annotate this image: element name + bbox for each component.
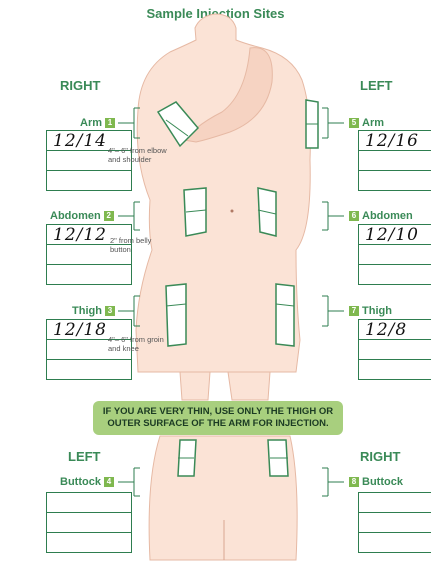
log-box-left-thigh: 12/8 [358,319,431,380]
front-right-heading: RIGHT [60,78,101,93]
log-row[interactable] [47,265,131,284]
log-entry: 12/18 [53,320,107,340]
warning-banner: IF YOU ARE VERY THIN, USE ONLY THE THIGH… [93,401,343,435]
log-row[interactable] [359,493,431,513]
log-row[interactable] [47,493,131,513]
log-row[interactable] [47,340,131,360]
back-right-heading: RIGHT [360,449,401,464]
back-left-heading: LEFT [68,449,101,464]
site-note-thigh: 4"– 6" from groin and knee [108,335,164,353]
log-entry: 12/8 [365,320,408,340]
log-row[interactable]: 12/16 [359,131,431,151]
log-row[interactable]: 12/8 [359,320,431,340]
site-number-badge: 8 [349,477,359,488]
log-entry: 12/12 [53,225,107,245]
log-entry: 12/14 [53,131,107,151]
log-row[interactable]: 12/10 [359,225,431,245]
log-entry: 12/10 [365,225,419,245]
site-number-badge: 1 [105,118,116,129]
site-note-arm: 4"– 6" from elbow and shoulder [108,146,167,164]
log-row[interactable] [359,171,431,190]
site-number-badge: 7 [349,306,359,317]
log-row[interactable] [47,171,131,190]
log-box-right-buttock [358,492,431,553]
log-box-left-buttock [46,492,132,553]
log-box-left-arm: 12/16 [358,130,431,191]
log-row[interactable]: 12/14 [47,131,131,151]
log-row[interactable] [359,533,431,552]
log-box-right-thigh: 12/18 [46,319,132,380]
log-row[interactable] [359,265,431,284]
log-box-right-abdomen: 12/12 [46,224,132,285]
log-row[interactable] [359,151,431,171]
log-box-left-abdomen: 12/10 [358,224,431,285]
site-number-badge: 6 [349,211,359,222]
log-box-right-arm: 12/14 [46,130,132,191]
site-number-badge: 4 [103,477,114,488]
log-row[interactable] [359,245,431,265]
site-number-badge: 3 [104,306,115,317]
log-row[interactable] [47,360,131,379]
site-number-badge: 2 [103,211,114,222]
log-row[interactable]: 12/18 [47,320,131,340]
log-row[interactable] [47,245,131,265]
front-left-heading: LEFT [360,78,393,93]
log-row[interactable] [47,151,131,171]
log-row[interactable] [47,513,131,533]
log-row[interactable] [47,533,131,552]
log-row[interactable] [359,513,431,533]
log-row[interactable] [359,340,431,360]
page-title: Sample Injection Sites [146,6,285,21]
log-entry: 12/16 [365,131,419,151]
site-number-badge: 5 [349,118,359,129]
log-row[interactable] [359,360,431,379]
site-note-abdomen: 2" from belly button [110,236,152,254]
log-row[interactable]: 12/12 [47,225,131,245]
